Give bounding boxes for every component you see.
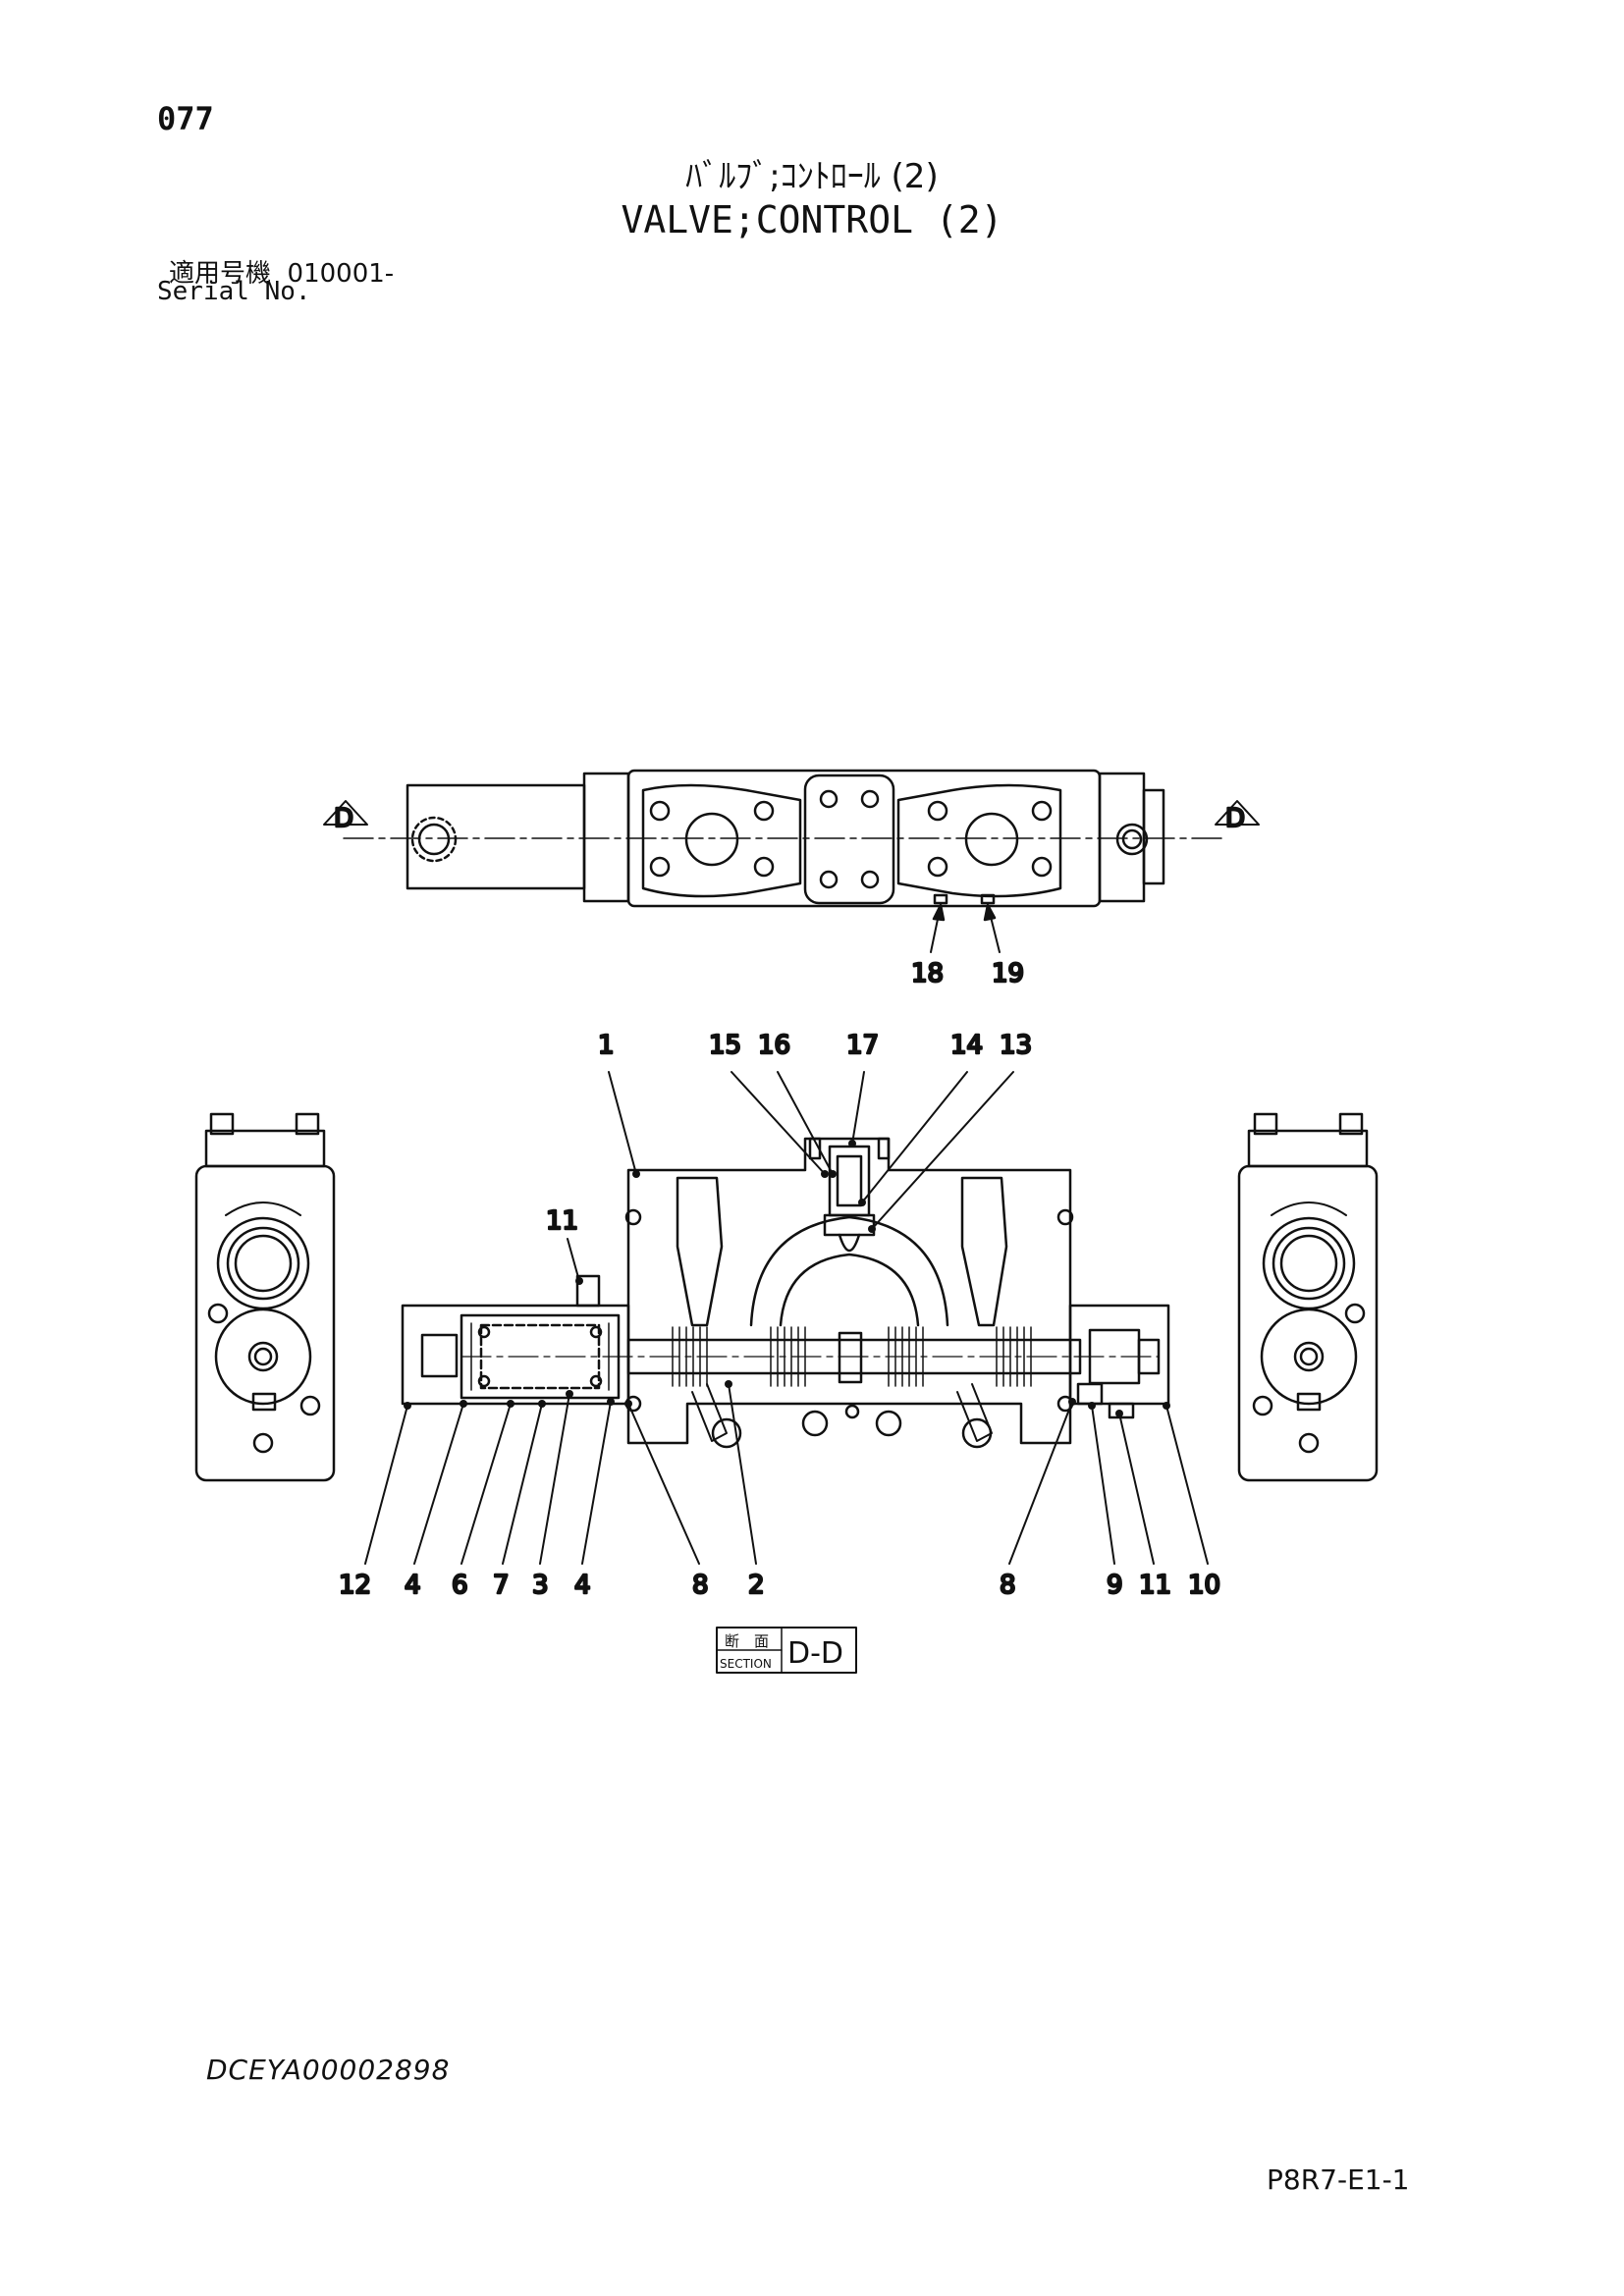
callout-17: 17 (846, 1031, 879, 1060)
callout-12: 12 (339, 1571, 371, 1600)
title-english: VALVE;CONTROL (2) (621, 198, 1003, 241)
title-japanese: ﾊﾞﾙﾌﾞ;ｺﾝﾄﾛｰﾙ (2) (685, 157, 939, 196)
section-id: D-D (787, 1636, 843, 1671)
right-end-view (1237, 1112, 1379, 1482)
left-end-view (194, 1112, 336, 1482)
callout-16: 16 (758, 1031, 790, 1060)
section-label (716, 1627, 857, 1674)
serial-row: 適用号機 010001- (169, 253, 394, 290)
callout-9: 9 (1107, 1571, 1123, 1600)
callout-2: 2 (748, 1571, 765, 1600)
section-kanji-right: 面 (754, 1632, 769, 1650)
page-code: P8R7-E1-1 (1267, 2163, 1410, 2196)
section-marker-left: D (334, 804, 353, 833)
callout-6: 6 (452, 1571, 468, 1600)
serial-value: 010001- (287, 259, 395, 289)
document-code: DCEYA00002898 (206, 2054, 451, 2086)
section-kanji-left: 断 (725, 1632, 739, 1650)
section-word: SECTION (720, 1657, 772, 1671)
callout-19: 19 (992, 959, 1024, 988)
callout-1: 1 (598, 1031, 615, 1060)
leader-arrowheads (404, 1140, 1170, 1417)
section-marker-right: D (1225, 804, 1245, 833)
callout-11-lower: 11 (1139, 1571, 1171, 1600)
callout-4-left: 4 (405, 1571, 421, 1600)
callout-8-left: 8 (692, 1571, 709, 1600)
callout-10: 10 (1188, 1571, 1220, 1600)
page-number: 077 (157, 100, 214, 137)
callout-7: 7 (493, 1571, 510, 1600)
callout-11-upper: 11 (546, 1206, 578, 1236)
serial-label-japanese: 適用号機 (169, 259, 272, 289)
callout-3: 3 (532, 1571, 549, 1600)
callout-8-right: 8 (1000, 1571, 1016, 1600)
callout-4-right: 4 (574, 1571, 591, 1600)
top-view (323, 769, 1260, 953)
leader-lines (364, 1071, 1209, 1565)
callout-15: 15 (709, 1031, 741, 1060)
callout-14: 14 (950, 1031, 983, 1060)
serial-label-english: Serial No. (157, 277, 311, 306)
callout-13: 13 (1000, 1031, 1032, 1060)
section-view (401, 1137, 1170, 1449)
callout-18: 18 (911, 959, 944, 988)
